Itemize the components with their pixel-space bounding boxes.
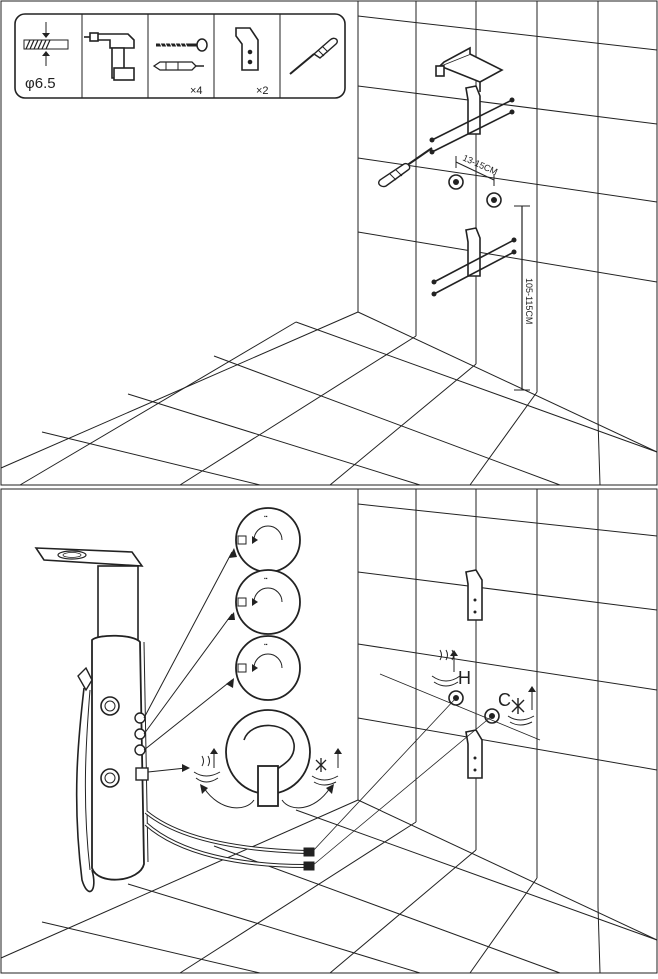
screwdriver-icon	[289, 37, 339, 75]
function-dial-1: ▪▪	[235, 507, 301, 573]
cold-inlet-label: C	[498, 690, 511, 710]
inlet-alignment-line	[379, 673, 541, 741]
svg-text:▪▪: ▪▪	[264, 514, 268, 520]
tools-legend-frame	[14, 13, 346, 99]
drill-diameter-label: φ6.5	[25, 75, 56, 92]
svg-text:▪▪: ▪▪	[264, 576, 268, 582]
drill-bit-icon	[23, 22, 69, 66]
temperature-mixer-valve	[200, 709, 334, 809]
screw-anchor-icon	[152, 38, 208, 71]
wall-bracket-icon	[235, 27, 259, 71]
hot-inlet-label: H	[458, 668, 471, 688]
bottom-floor-tiles	[0, 799, 658, 974]
svg-text:▪▪: ▪▪	[264, 642, 268, 648]
flexible-hoses	[144, 810, 315, 871]
hot-water-symbol	[431, 649, 461, 687]
top-panel: φ6.5	[0, 0, 658, 486]
upper-bracket	[429, 85, 515, 155]
bottom-wall-tiles	[357, 489, 658, 941]
bottom-panel-border	[0, 488, 658, 974]
mount-height-label: 105-115CM	[524, 278, 534, 324]
top-floor-tiles	[0, 311, 658, 486]
top-panel-border	[0, 0, 658, 486]
function-dial-2: ▪▪	[235, 569, 301, 635]
shower-head-top-view	[435, 46, 504, 92]
function-pointer-arrows	[143, 551, 233, 773]
cold-water-symbol	[507, 686, 536, 726]
bottom-panel: H C	[0, 488, 658, 974]
screwdriver-in-use-icon	[377, 147, 433, 188]
arrowheads	[182, 548, 237, 772]
function-dial-3: ▪▪	[235, 635, 301, 701]
valve-hot-icon	[193, 748, 221, 783]
top-wall-tiles	[357, 1, 658, 453]
mount-height-dimension: 105-115CM	[514, 205, 534, 391]
bracket-quantity-label: ×2	[256, 85, 269, 97]
installed-lower-bracket	[465, 729, 483, 779]
hose-guide-lines	[311, 697, 493, 867]
valve-cold-icon	[311, 748, 342, 786]
power-drill-icon	[84, 32, 135, 81]
tools-legend: φ6.5	[14, 13, 346, 99]
shower-panel	[34, 547, 149, 893]
installed-upper-bracket	[465, 569, 483, 621]
lower-bracket	[431, 227, 517, 297]
screw-quantity-label: ×4	[190, 85, 203, 97]
wall-water-outlets	[448, 174, 502, 208]
